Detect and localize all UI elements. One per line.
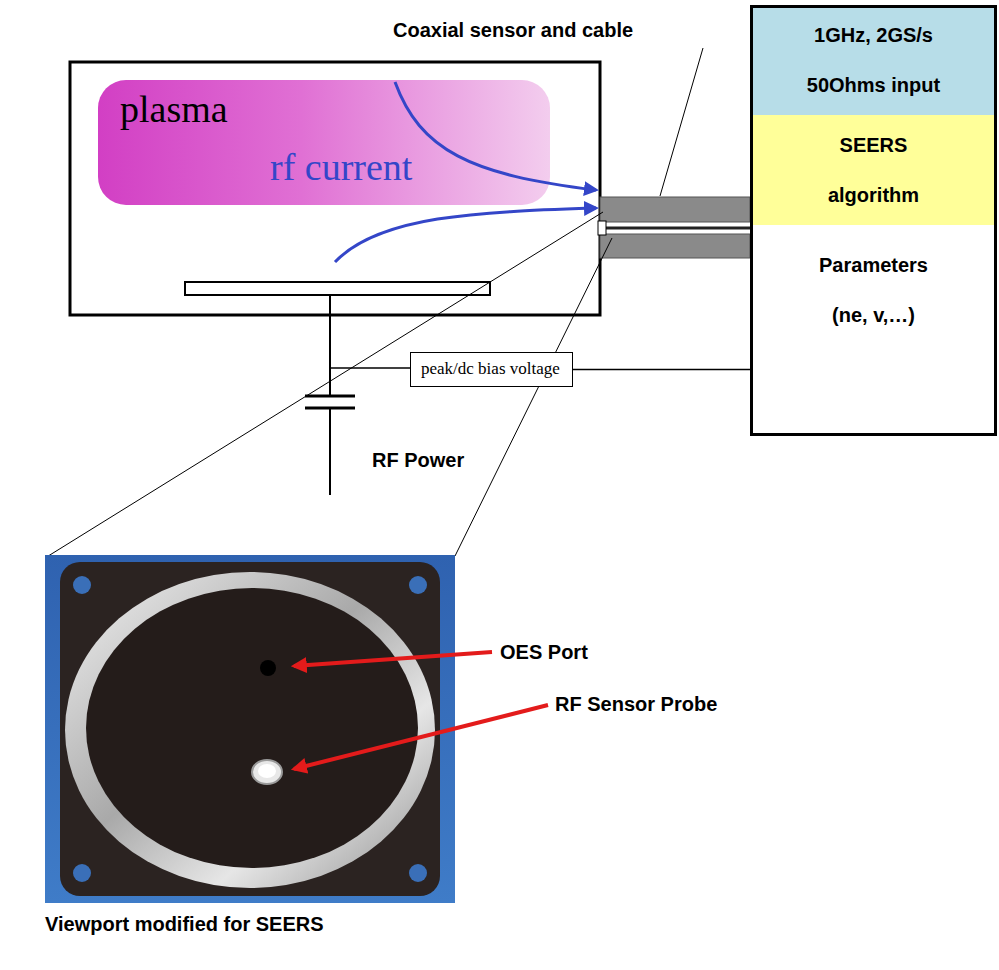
wire bbox=[330, 367, 410, 369]
coax-cable bbox=[600, 234, 750, 258]
leader-line bbox=[660, 48, 703, 196]
digitizer-band: 1GHz, 2GS/s 50Ohms input bbox=[750, 5, 997, 115]
node-text: Parameters (ne, v,…) bbox=[799, 240, 949, 340]
zoom-line bbox=[45, 212, 603, 558]
node-text: 1GHz, 2GS/s 50Ohms input bbox=[799, 10, 949, 110]
current-arrow bbox=[395, 82, 596, 190]
plasma-region: plasma rf current bbox=[98, 80, 550, 205]
analyzer-box bbox=[752, 7, 996, 435]
pointer-arrow bbox=[294, 652, 492, 666]
node-text: SEERS algorithm bbox=[799, 120, 949, 220]
bias-box: peak/dc bias voltage bbox=[410, 352, 573, 387]
pointer-arrow bbox=[294, 705, 548, 769]
chamber-wall bbox=[70, 62, 600, 315]
zoom-line bbox=[455, 238, 612, 556]
callout-label: OES Port bbox=[500, 640, 588, 664]
viewport-photo bbox=[45, 555, 455, 903]
callout-label: RF Sensor Probe bbox=[555, 692, 717, 716]
electrode bbox=[185, 282, 490, 295]
wire bbox=[329, 408, 331, 495]
node-text: rf current bbox=[270, 146, 412, 190]
source-label: RF Power bbox=[372, 448, 464, 472]
parameters-band: Parameters (ne, v,…) bbox=[750, 225, 997, 435]
capacitor-symbol bbox=[305, 395, 355, 398]
coax-core bbox=[606, 227, 750, 230]
signal-line bbox=[573, 369, 750, 371]
node-text: plasma bbox=[120, 88, 228, 132]
photo-caption: Viewport modified for SEERS bbox=[45, 912, 324, 936]
node-text: peak/dc bias voltage bbox=[421, 359, 562, 379]
coax-cable bbox=[600, 197, 750, 222]
algorithm-band: SEERS algorithm bbox=[750, 115, 997, 225]
callout-label: Coaxial sensor and cable bbox=[393, 18, 633, 42]
current-arrow bbox=[335, 208, 596, 262]
sensor bbox=[598, 221, 606, 235]
